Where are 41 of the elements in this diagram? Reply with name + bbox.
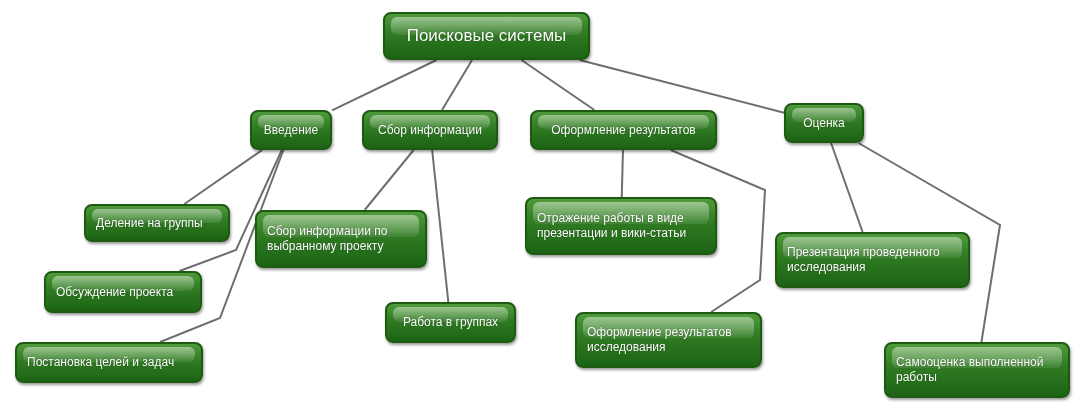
topic-label: Поисковые системы — [406, 26, 567, 46]
topic-box — [84, 204, 230, 242]
connector-line — [331, 59, 438, 112]
topic-label: Сбор информации — [378, 122, 482, 138]
connector-line — [578, 59, 785, 114]
topic-label: Постановка целей и задач — [27, 355, 175, 370]
topic-box — [784, 103, 864, 143]
topic-box — [884, 342, 1070, 398]
connector-line — [159, 149, 285, 343]
connector-line — [363, 149, 415, 211]
topic-box — [44, 271, 202, 313]
topic-box — [525, 197, 717, 255]
topic-label: Обсуждение проекта — [56, 284, 174, 300]
topic-box — [362, 110, 498, 150]
topic-label: Оформление результатов — [551, 122, 696, 138]
connector-line — [178, 149, 283, 272]
topic-box — [15, 342, 203, 383]
connector-line — [620, 149, 624, 198]
topic-label: Работа в группах — [402, 315, 499, 330]
topic-label: Введение — [263, 122, 319, 138]
topic-label: Деление на группы — [96, 215, 203, 231]
topic-label: Оценка — [803, 115, 845, 131]
topic-box — [575, 312, 762, 368]
connector-line — [431, 149, 450, 303]
topic-box — [250, 110, 332, 150]
topic-label: Презентация проведенного исследования — [787, 245, 941, 275]
connector-line — [830, 142, 864, 233]
topic-box — [385, 302, 516, 343]
topic-box — [255, 210, 427, 268]
connector-line — [669, 149, 767, 313]
topic-label: Отражение работы в виде презентации и вики-статьи — [537, 211, 688, 241]
root-topic-box — [383, 12, 590, 60]
connector-line — [441, 59, 474, 111]
connector-line — [183, 149, 264, 205]
topic-label: Самооценка выполненной работы — [896, 355, 1045, 385]
connector-line — [857, 142, 1002, 343]
topic-box — [775, 232, 970, 288]
topic-label: Сбор информации по выбранному проекту — [267, 224, 389, 254]
connector-line — [520, 59, 596, 111]
topic-box — [530, 110, 717, 150]
topic-label: Оформление результатов исследования — [587, 325, 733, 355]
